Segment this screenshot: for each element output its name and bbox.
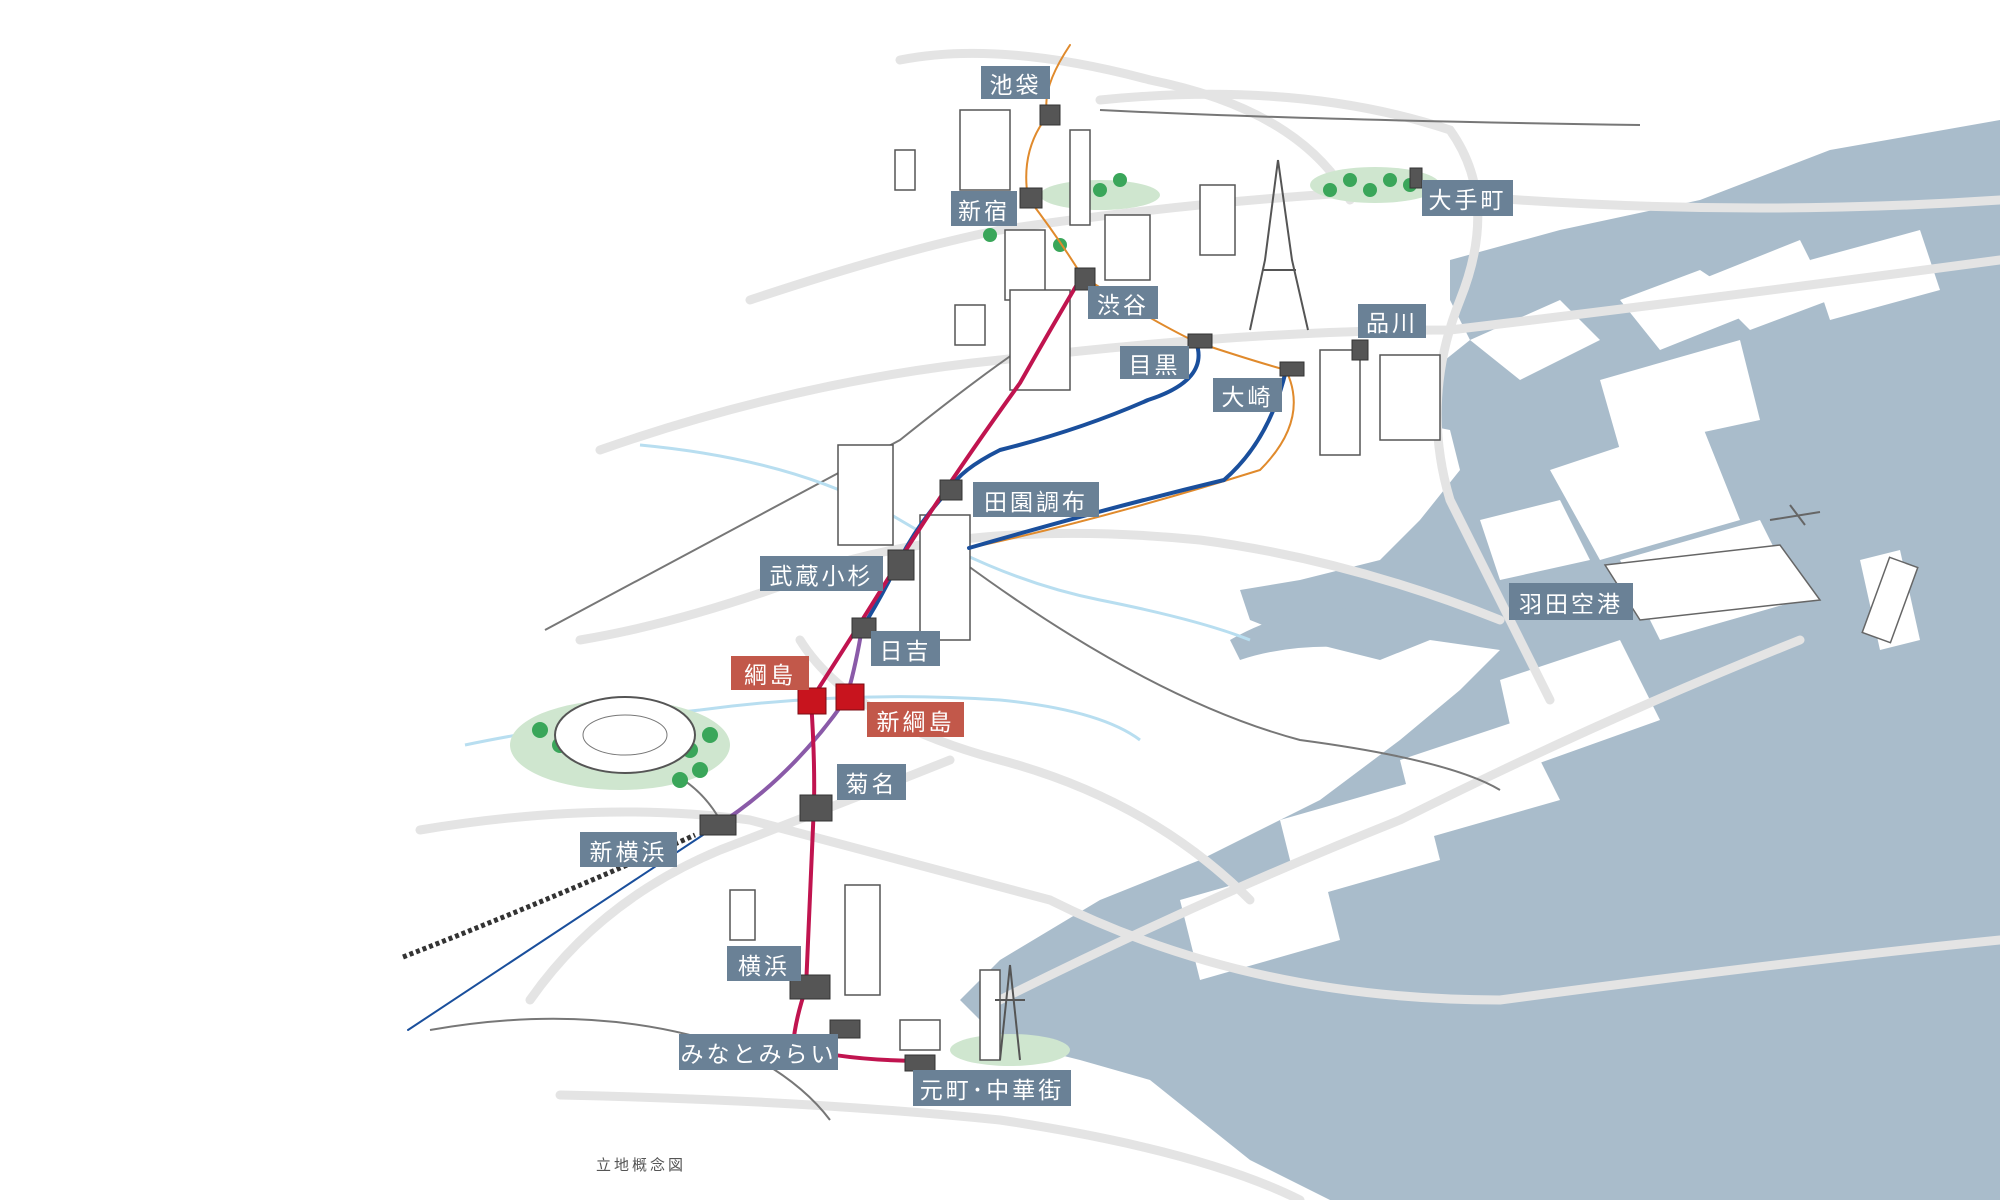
station-label-tsunashima[interactable]: 綱島 xyxy=(731,656,809,690)
station-label-yokohama[interactable]: 横浜 xyxy=(727,946,801,981)
new-station-markers xyxy=(797,683,865,715)
station-label-shin-tsunashima[interactable]: 新綱島 xyxy=(867,702,964,737)
purple-line xyxy=(710,626,864,831)
station-label-minatomirai[interactable]: みなとみらい xyxy=(679,1034,838,1070)
station-label-denenchofu[interactable]: 田園調布 xyxy=(973,482,1099,517)
label-haneda-airport[interactable]: 羽田空港 xyxy=(1509,583,1633,620)
station-label-ikebukuro[interactable]: 池袋 xyxy=(981,66,1050,99)
tokyo-tower-icon xyxy=(1249,159,1309,331)
marine-tower-icon xyxy=(995,964,1025,1061)
trees xyxy=(532,173,1417,788)
station-label-motomachi-chukagai[interactable]: 元町･中華街 xyxy=(913,1070,1071,1106)
airplane-icon xyxy=(1769,504,1821,526)
station-label-kikuna[interactable]: 菊名 xyxy=(837,764,906,800)
station-label-shinjuku[interactable]: 新宿 xyxy=(951,191,1017,226)
buildings xyxy=(729,109,1441,1061)
station-markers xyxy=(699,104,1423,1072)
station-label-shibuya[interactable]: 渋谷 xyxy=(1088,286,1158,319)
station-label-osaki[interactable]: 大崎 xyxy=(1213,378,1282,412)
station-label-hiyoshi[interactable]: 日吉 xyxy=(871,631,940,666)
station-label-shin-yokohama[interactable]: 新横浜 xyxy=(580,832,677,867)
station-label-otemachi[interactable]: 大手町 xyxy=(1422,180,1513,216)
nissan-stadium-icon xyxy=(554,696,696,774)
station-label-shinagawa[interactable]: 品川 xyxy=(1358,304,1426,338)
station-label-musashikosugi[interactable]: 武蔵小杉 xyxy=(760,556,883,591)
map-caption: 立地概念図 xyxy=(596,1156,687,1174)
station-label-meguro[interactable]: 目黒 xyxy=(1120,346,1189,379)
